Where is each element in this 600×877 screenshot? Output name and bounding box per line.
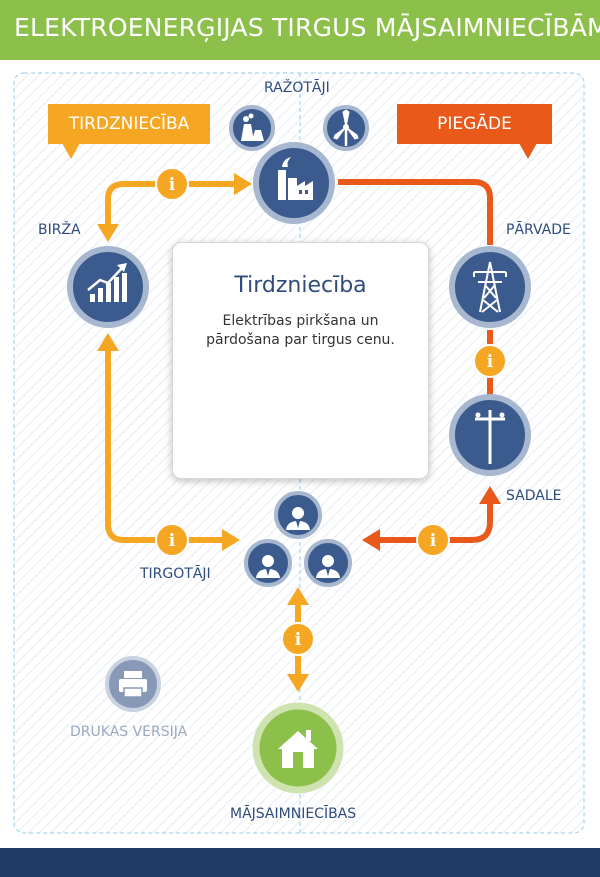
- info-card-text: Elektrības pirkšana un pārdošana par tir…: [206, 313, 395, 348]
- trader-node-right[interactable]: [304, 539, 352, 587]
- print-label[interactable]: DRUKAS VERSIJA: [70, 724, 188, 740]
- info-button-traders-households[interactable]: i: [281, 622, 315, 656]
- info-button-distribution-traders[interactable]: i: [416, 523, 450, 557]
- distribution-label: SADALE: [506, 488, 562, 504]
- info-icon: i: [169, 531, 176, 551]
- producers-label: RAŽOTĀJI: [264, 80, 330, 96]
- supply-tag: PIEGĀDE: [397, 104, 552, 144]
- exchange-label: BIRŽA: [38, 222, 81, 238]
- print-button[interactable]: [105, 656, 161, 712]
- supply-arrow-traders: [362, 486, 501, 551]
- households-label: MĀJSAIMNIECĪBAS: [230, 806, 357, 822]
- person-icon: [316, 555, 340, 578]
- header-bar: ELEKTROENERĢIJAS TIRGUS MĀJSAIMNIECĪBĀM: [0, 0, 600, 60]
- trade-tag-pointer: [62, 143, 80, 159]
- house-icon: [278, 730, 318, 768]
- info-button-exchange-traders[interactable]: i: [155, 523, 189, 557]
- supply-tag-pointer: [519, 143, 537, 159]
- supply-tag-label: PIEGĀDE: [437, 114, 512, 134]
- factory-icon: [278, 157, 313, 200]
- power-pylon-icon: [473, 261, 507, 313]
- person-icon: [286, 507, 310, 530]
- printer-icon: [119, 671, 147, 698]
- distribution-node[interactable]: [449, 394, 531, 476]
- trader-node-left[interactable]: [244, 539, 292, 587]
- info-card-title: Tirdzniecība: [234, 273, 367, 298]
- producers-node[interactable]: [253, 142, 335, 224]
- households-node[interactable]: [252, 702, 344, 794]
- trade-tag-label: TIRDZNIECĪBA: [68, 114, 190, 134]
- wind-turbine-node[interactable]: [323, 105, 369, 151]
- info-button-exchange-producers[interactable]: i: [155, 167, 189, 201]
- info-icon: i: [169, 175, 176, 195]
- transmission-node[interactable]: [449, 246, 531, 328]
- trade-tag: TIRDZNIECĪBA: [48, 104, 210, 144]
- rising-chart-icon: [87, 263, 127, 302]
- info-icon: i: [487, 352, 494, 372]
- transmission-label: PĀRVADE: [506, 222, 571, 238]
- info-icon: i: [295, 630, 302, 650]
- person-icon: [256, 555, 280, 578]
- info-button-transmission-distribution[interactable]: i: [473, 344, 507, 378]
- wind-turbine-icon: [333, 109, 359, 146]
- cooling-tower-icon: [241, 113, 264, 141]
- info-card: Tirdzniecība Elektrības pirkšana un pārd…: [172, 242, 429, 479]
- footer-bar: [0, 848, 600, 877]
- page-title: ELEKTROENERĢIJAS TIRGUS MĀJSAIMNIECĪBĀM: [14, 13, 600, 42]
- utility-pole-icon: [475, 410, 505, 464]
- traders-label: TIRGOTĀJI: [140, 566, 211, 582]
- trader-node-top[interactable]: [274, 491, 322, 539]
- exchange-node[interactable]: [67, 246, 149, 328]
- info-icon: i: [430, 531, 437, 551]
- nuclear-plant-node[interactable]: [229, 105, 275, 151]
